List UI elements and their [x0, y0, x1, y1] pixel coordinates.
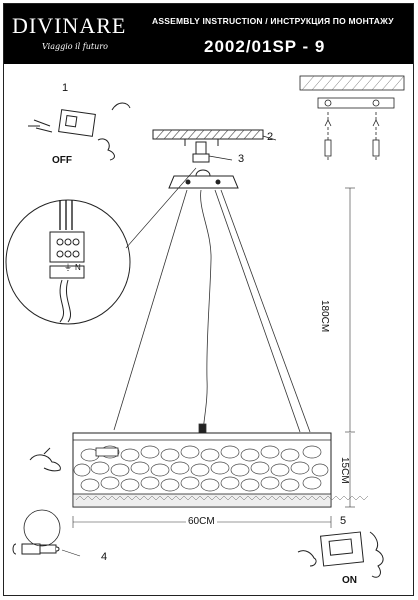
model-number: 2002/01SP - 9: [204, 37, 326, 56]
instruction-sheet: DIVINARE Viaggio il futuro ASSEMBLY INST…: [3, 3, 414, 596]
suspension-cables: [113, 189, 311, 437]
step-3-number: 3: [238, 153, 245, 165]
earth-terminal-symbol: ⏚: [64, 263, 72, 272]
step-2-number: 2: [267, 131, 274, 143]
side-mount-detail: [299, 75, 405, 160]
bulb-illustration: [12, 509, 81, 557]
lamp-shade: [72, 432, 369, 508]
step-1-state: OFF: [52, 155, 72, 166]
cable-length-label: 180CM: [319, 300, 330, 333]
assembly-title: ASSEMBLY INSTRUCTION / ИНСТРУКЦИЯ ПО МОН…: [152, 16, 394, 26]
ceiling-plate: [152, 129, 277, 141]
shade-height-label: 15CM: [339, 457, 350, 484]
header-band: DIVINARE Viaggio il futuro ASSEMBLY INST…: [4, 4, 413, 64]
canopy: [168, 169, 239, 189]
step-1-number: 1: [62, 82, 69, 94]
brand-logo: DIVINARE: [12, 13, 127, 38]
brand-tagline: Viaggio il futuro: [42, 42, 108, 51]
neutral-terminal-label: N: [75, 263, 81, 272]
shade-width-label: 60CM: [186, 516, 217, 527]
hand-illustration: [29, 447, 61, 472]
wiring-detail: [5, 167, 197, 325]
mounting-bracket: [184, 139, 233, 163]
switch-on-illustration: [297, 531, 384, 578]
step-4-number: 4: [101, 551, 108, 563]
step-5-state: ON: [342, 575, 357, 586]
step-5-number: 5: [340, 515, 347, 527]
switch-off-illustration: [28, 102, 131, 161]
